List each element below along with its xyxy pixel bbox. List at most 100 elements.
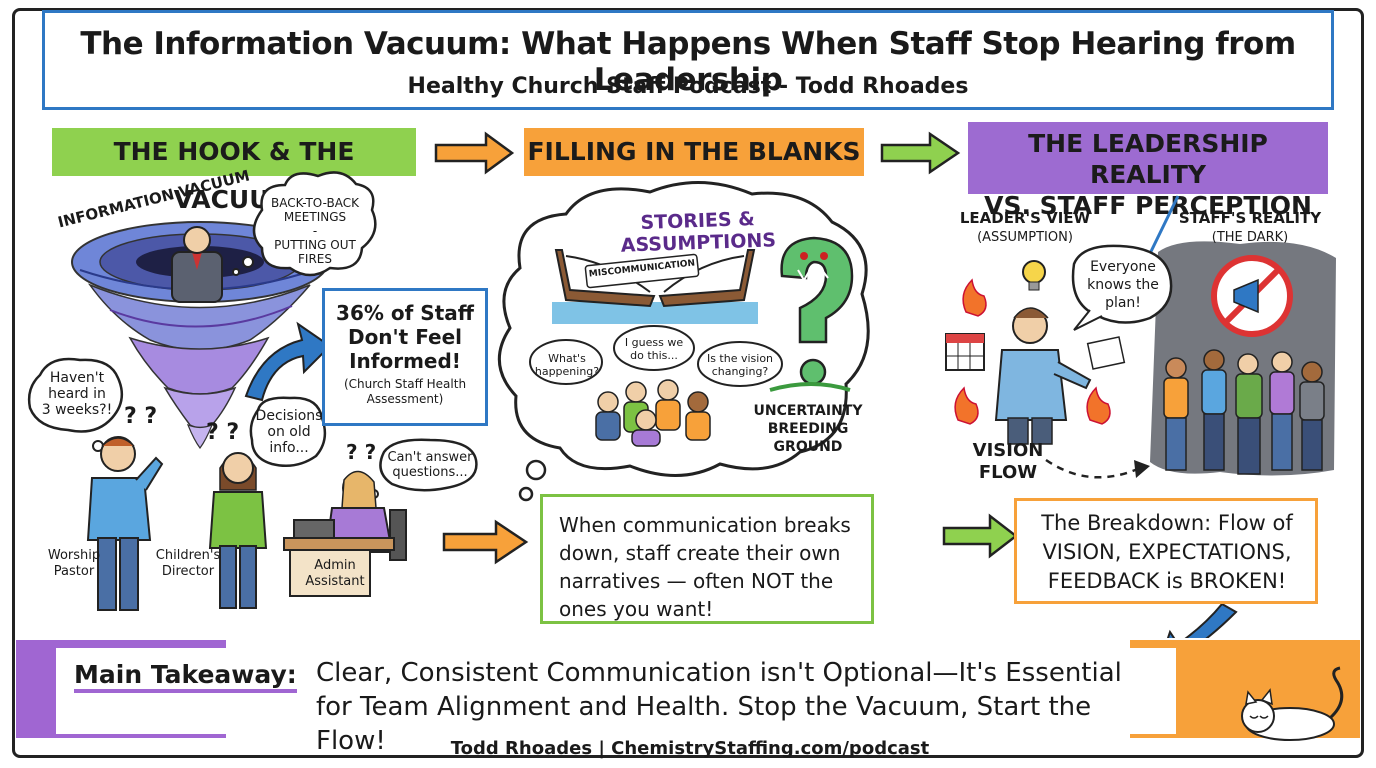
cat-icon xyxy=(1241,666,1344,741)
takeaway-text: Clear, Consistent Communication isn't Op… xyxy=(316,656,1136,758)
stat-line-3: Informed! xyxy=(349,349,461,373)
stat-line-2: Don't Feel xyxy=(347,325,463,349)
breakdown-callout: The Breakdown: Flow of VISION, EXPECTATI… xyxy=(1014,498,1318,604)
monster-question-icon xyxy=(769,236,854,392)
vision-flow-arrow xyxy=(1045,458,1150,479)
bubble-center-1-line-1: What's xyxy=(548,352,586,365)
banner-reality-line2: VS. STAFF PERCEPTION xyxy=(984,191,1312,220)
title-box xyxy=(42,10,1334,110)
outer-frame xyxy=(12,8,1364,758)
bubble-director-text: Decisions on old info... xyxy=(254,408,324,456)
bubble-center-3-line-1: Is the vision xyxy=(706,352,774,365)
stat-source-2: Assessment) xyxy=(366,392,444,406)
monster-label-line-2: BREEDING xyxy=(767,421,849,437)
banner-blanks: FILLING IN THE BLANKS xyxy=(524,128,864,176)
arrow-hook-to-blanks xyxy=(434,131,515,175)
fire-icons xyxy=(954,278,1111,425)
leader-view-label: LEADER'S VIEW (ASSUMPTION) xyxy=(950,208,1100,248)
meetings-line-4: PUTTING OUT xyxy=(274,238,356,252)
arrow-blanks-to-reality xyxy=(880,131,961,175)
question-marks-director: ? ? xyxy=(206,420,240,445)
calendar-icon xyxy=(945,333,985,371)
role-director: Children's Director xyxy=(152,548,224,580)
takeaway-line-1: Clear, Consistent Communication isn't Op… xyxy=(316,658,1122,688)
bubble-director-line-1: Decisions xyxy=(255,408,323,424)
bubble-director-line-3: info... xyxy=(269,440,309,456)
bubble-worship-line-3: 3 weeks?! xyxy=(41,402,113,418)
leader-bubble-line-3: plan! xyxy=(1105,295,1141,311)
takeaway-label: Main Takeaway: xyxy=(74,660,297,693)
bubble-director-line-2: on old xyxy=(267,424,311,440)
vision-flow-line-2: FLOW xyxy=(978,462,1038,483)
stat-source-1: (Church Staff Health xyxy=(343,377,467,391)
bubble-worship-text: Haven't heard in 3 weeks?! xyxy=(36,370,118,418)
leader-figure xyxy=(171,226,223,303)
leader-bubble-line-2: knows the xyxy=(1087,277,1159,293)
bubble-center-2-line-1: I guess we xyxy=(624,336,684,349)
leader-bubble-line-1: Everyone xyxy=(1090,259,1156,275)
role-director-line-2: Director xyxy=(161,564,215,579)
role-worship-line-1: Worship xyxy=(47,548,101,563)
broken-bridge-icon xyxy=(552,249,758,324)
breakdown-line-2: VISION, EXPECTATIONS, xyxy=(1042,540,1292,564)
bubble-shapes-center xyxy=(529,325,783,387)
stat-box: 36% of Staff Don't Feel Informed! (Churc… xyxy=(322,288,488,426)
bubble-center-2: I guess we do this... xyxy=(616,336,692,362)
role-admin-line-2: Assistant xyxy=(305,574,365,589)
staff-reality-label: STAFF'S REALITY (THE DARK) xyxy=(1170,208,1330,248)
meetings-line-3: - xyxy=(312,224,318,238)
breakdown-line-3: FEEDBACK is BROKEN! xyxy=(1047,569,1287,593)
bubble-worship-line-2: heard in xyxy=(48,386,106,402)
monster-label-line-3: GROUND xyxy=(773,439,843,455)
question-marks-admin: ? ? xyxy=(346,440,377,464)
narratives-line-1: When communication breaks xyxy=(559,513,851,537)
leader-view-figure xyxy=(994,307,1126,445)
vision-flow-label: VISION FLOW xyxy=(966,440,1050,484)
bubble-admin-line-1: Can't answer xyxy=(387,450,473,465)
vision-flow-line-1: VISION xyxy=(972,440,1044,461)
monster-label-line-1: UNCERTAINTY xyxy=(753,403,863,419)
leader-bubble-shape xyxy=(1071,244,1173,331)
takeaway-line-2: for Team Alignment and Health. Stop the … xyxy=(316,692,1092,756)
role-worship-line-2: Pastor xyxy=(53,564,95,579)
leader-view-line-2: (ASSUMPTION) xyxy=(977,230,1073,245)
meetings-line-1: BACK-TO-BACK xyxy=(271,196,359,210)
bubble-center-2-line-2: do this... xyxy=(630,349,678,362)
arrow-to-breakdown xyxy=(942,513,1019,559)
admin-assistant-figure xyxy=(283,470,407,597)
narratives-line-4: ones you want! xyxy=(559,597,714,621)
staff-reality-line-1: STAFF'S REALITY xyxy=(1178,209,1322,227)
narratives-callout: When communication breaks down, staff cr… xyxy=(540,494,874,624)
breakdown-line-1: The Breakdown: Flow of xyxy=(1041,511,1293,535)
bubble-admin-line-2: questions... xyxy=(392,465,468,480)
stories-cloud xyxy=(497,180,870,502)
worship-pastor-figure xyxy=(86,436,164,611)
bubble-worship-line-1: Haven't xyxy=(49,370,105,386)
role-director-line-1: Children's xyxy=(155,548,221,563)
stat-line-1: 36% of Staff xyxy=(336,301,474,325)
monster-label: UNCERTAINTY BREEDING GROUND xyxy=(752,402,864,456)
bubble-center-3: Is the vision changing? xyxy=(700,352,780,378)
lightbulb-icon xyxy=(1022,260,1046,291)
bubble-admin-text: Can't answer questions... xyxy=(384,450,476,480)
staff-reality-line-2: (THE DARK) xyxy=(1211,230,1289,245)
bubble-center-1-line-2: happening? xyxy=(534,365,600,378)
page-subtitle: Healthy Church Staff Podcast - Todd Rhoa… xyxy=(407,74,969,99)
staff-group-right xyxy=(1163,349,1325,475)
leader-view-line-1: LEADER'S VIEW xyxy=(959,209,1091,227)
question-marks-worship: ? ? xyxy=(124,404,158,429)
page-title: The Information Vacuum: What Happens Whe… xyxy=(80,26,1296,98)
meetings-cloud-text: BACK-TO-BACK MEETINGS - PUTTING OUT FIRE… xyxy=(262,196,368,266)
narratives-line-3: narratives — often NOT the xyxy=(559,569,834,593)
arrow-to-narratives xyxy=(442,519,529,565)
staff-group-center xyxy=(595,379,711,447)
banner-reality: THE LEADERSHIP REALITY VS. STAFF PERCEPT… xyxy=(968,122,1328,220)
childrens-director-figure xyxy=(208,452,268,609)
role-admin: Admin Assistant xyxy=(304,558,366,590)
role-worship: Worship Pastor xyxy=(44,548,104,580)
bubble-center-1: What's happening? xyxy=(532,352,602,378)
meetings-line-2: MEETINGS xyxy=(283,210,347,224)
